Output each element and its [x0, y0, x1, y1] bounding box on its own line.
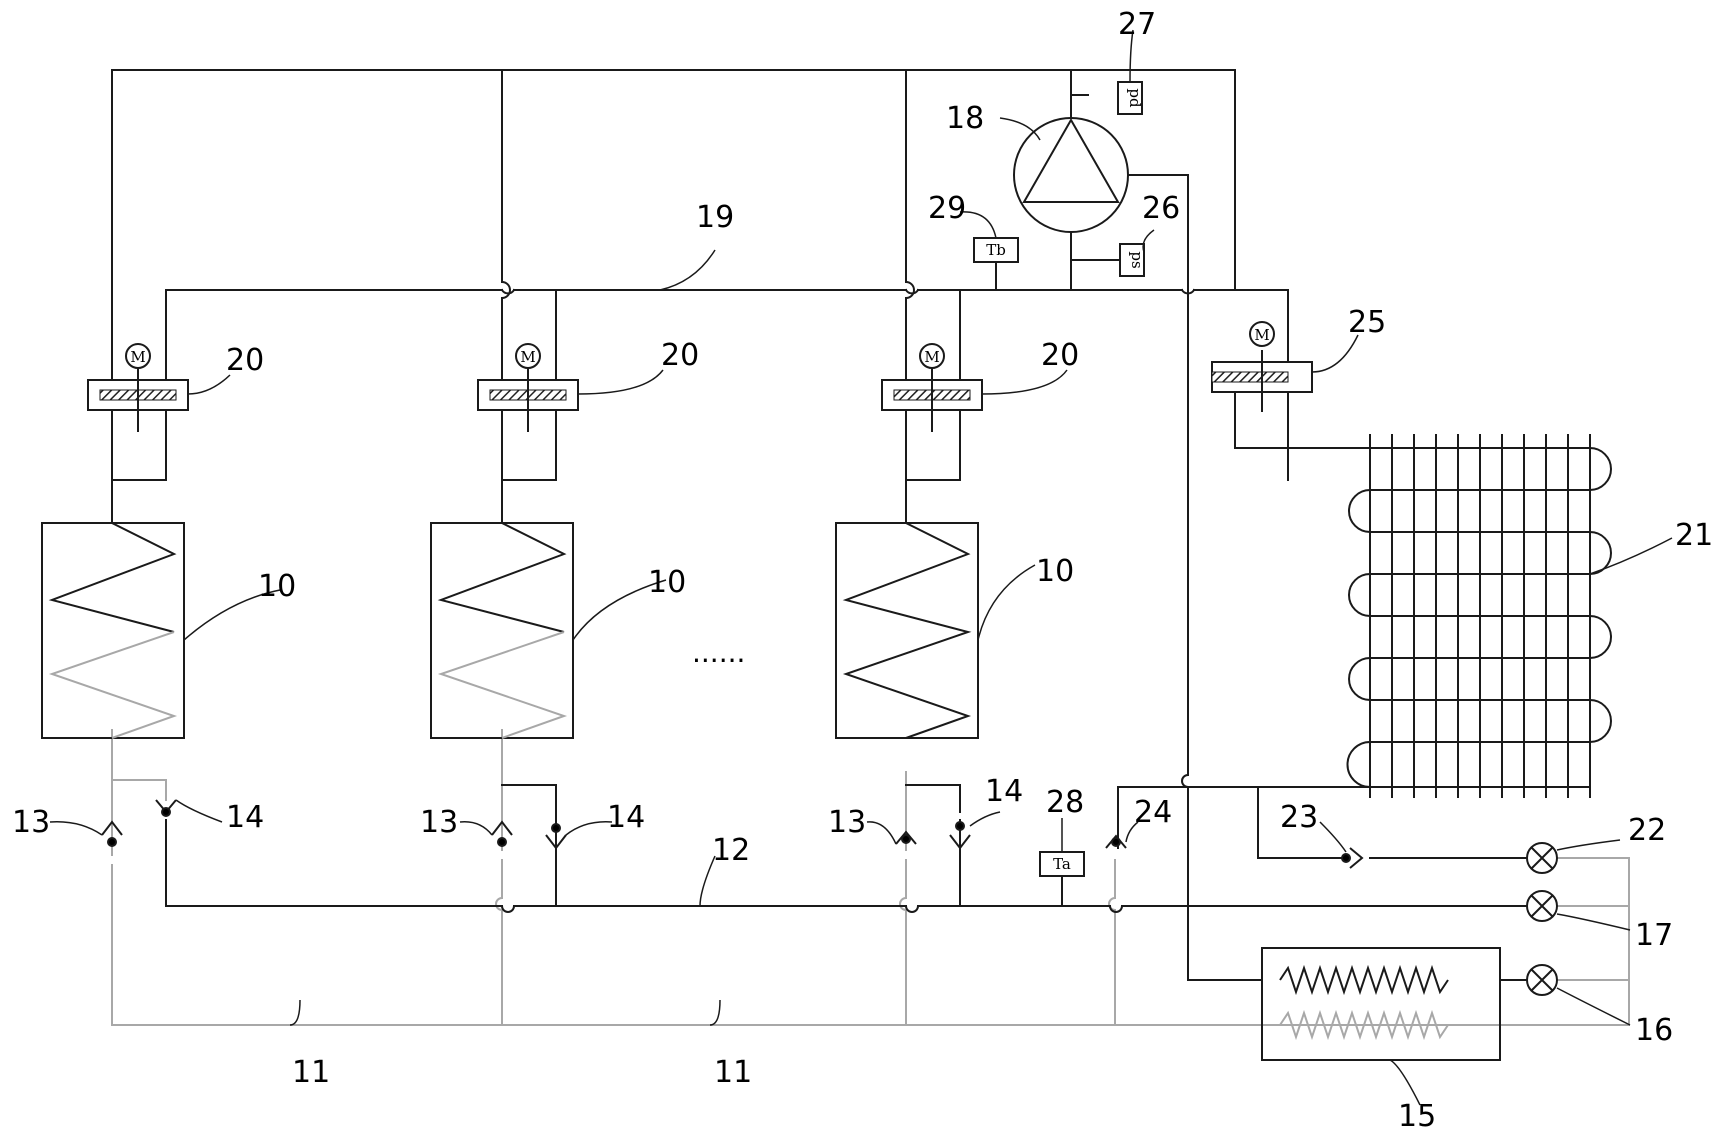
check-valves	[101, 799, 1364, 869]
label-13-2: 13	[420, 805, 458, 840]
label-12: 12	[712, 833, 750, 868]
label-22: 22	[1628, 813, 1666, 848]
svg-text:ps: ps	[1128, 251, 1146, 268]
expansion-valves	[1526, 842, 1558, 996]
discharge-header	[111, 69, 1236, 291]
svg-text:pd: pd	[1126, 88, 1144, 108]
label-15: 15	[1398, 1099, 1436, 1134]
label-28: 28	[1046, 785, 1084, 820]
heat-exchanger-15	[1261, 947, 1501, 1061]
ellipsis-text: ......	[692, 636, 745, 669]
label-26: 26	[1142, 191, 1180, 226]
label-24: 24	[1134, 795, 1172, 830]
label-11-left: 11	[292, 1055, 330, 1090]
motorized-valve-20-3: M	[881, 343, 983, 432]
compressor-18	[1013, 117, 1129, 233]
motorized-valve-20-2: M	[477, 343, 579, 432]
svg-text:M: M	[1254, 326, 1269, 344]
label-29: 29	[928, 191, 966, 226]
label-10-3: 10	[1036, 554, 1074, 589]
indoor-unit-2	[430, 522, 574, 739]
label-20-2: 20	[661, 338, 699, 373]
label-23: 23	[1280, 800, 1318, 835]
indoor-unit-3	[835, 522, 979, 739]
gas-header-11	[111, 857, 1630, 1026]
gas-pipe-network	[111, 729, 1630, 1026]
sensor-ps: ps	[1119, 243, 1146, 277]
label-10-1: 10	[258, 569, 296, 604]
sensor-ta: Ta	[1039, 851, 1085, 877]
svg-text:M: M	[130, 348, 145, 366]
sensor-pd: pd	[1117, 81, 1144, 115]
motorized-valve-20-1: M	[87, 343, 189, 432]
label-21: 21	[1675, 518, 1713, 553]
label-13-1: 13	[12, 805, 50, 840]
leader-lines	[49, 29, 1673, 1106]
label-27: 27	[1118, 7, 1156, 42]
label-17: 17	[1635, 918, 1673, 953]
condenser-21	[1346, 434, 1612, 798]
label-18: 18	[946, 101, 984, 136]
suction-line-19	[165, 289, 1289, 481]
svg-text:Ta: Ta	[1053, 855, 1071, 873]
svg-text:M: M	[520, 348, 535, 366]
label-14-1: 14	[226, 800, 264, 835]
sensor-tb: Tb	[973, 237, 1019, 263]
label-25: 25	[1348, 305, 1386, 340]
label-10-2: 10	[648, 565, 686, 600]
label-20-1: 20	[226, 343, 264, 378]
svg-text:M: M	[924, 348, 939, 366]
indoor-unit-1	[41, 522, 185, 739]
label-11-right: 11	[714, 1055, 752, 1090]
label-19: 19	[696, 200, 734, 235]
label-20-3: 20	[1041, 338, 1079, 373]
svg-text:Tb: Tb	[986, 241, 1006, 259]
label-14-2: 14	[607, 800, 645, 835]
label-16: 16	[1635, 1013, 1673, 1048]
label-14-3: 14	[985, 774, 1023, 809]
refrigerant-pipe-network	[111, 69, 1527, 981]
callout-labels: 19 12 11 11 10 10 10 20 20 20 25 21 18 2…	[12, 7, 1713, 1134]
motorized-valve-25: M	[1211, 321, 1313, 412]
label-13-3: 13	[828, 805, 866, 840]
